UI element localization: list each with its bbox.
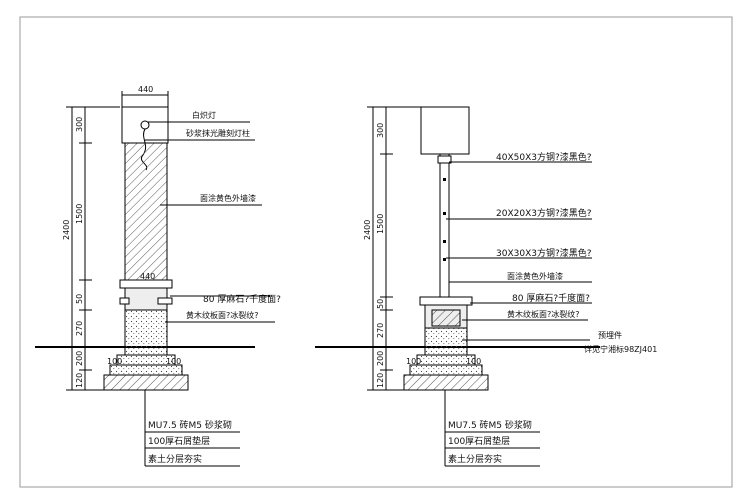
dim-mid-width: 440 — [140, 272, 155, 281]
dim-footing-left: 100 — [107, 357, 122, 366]
note-soil-right: 素土分层夯实 — [448, 453, 502, 465]
note-brick-right: MU7.5 砖M5 砂浆砌 — [448, 419, 532, 431]
footing-bed-right — [403, 374, 489, 391]
dim-seg-6-right: 120 — [376, 373, 385, 388]
callout-steel-30x30: 30X30X3方钢?漆黑色? — [496, 247, 592, 259]
steel-post — [439, 153, 450, 298]
left-column-detail: 440 2400 300 1500 50 270 200 120 440 100… — [35, 85, 281, 467]
footing-step-2 — [109, 364, 183, 376]
steel-top-bracket — [437, 155, 452, 164]
cap-stone-right — [419, 296, 473, 306]
callout-embedded: 预埋件 — [598, 330, 622, 340]
callout-steel-40x50: 40X50X3方钢?漆黑色? — [496, 151, 592, 163]
callout-steel-20x20: 20X20X3方钢?漆黑色? — [496, 207, 592, 219]
dim-seg-3-right: 50 — [376, 299, 385, 309]
dim-seg-3: 50 — [75, 294, 84, 304]
cap-stone — [119, 279, 173, 289]
dim-footing-right-right: 100 — [466, 357, 481, 366]
column-body — [124, 142, 168, 281]
dim-seg-5-right: 200 — [376, 351, 385, 366]
callout-wood-panel: 黄木纹板面?冰裂纹? — [186, 310, 259, 320]
footing-step-2-right — [409, 364, 483, 376]
footing-bed — [103, 374, 189, 391]
note-brick: MU7.5 砖M5 砂浆砌 — [148, 419, 232, 431]
dim-seg-2: 1500 — [75, 204, 84, 224]
dim-seg-5: 200 — [75, 351, 84, 366]
dim-seg-4-right: 270 — [376, 323, 385, 338]
callout-yellow-paint-right: 面涂黄色外墙漆 — [507, 271, 563, 281]
callout-carved-column: 砂浆抹光雕刻灯柱 — [186, 128, 250, 138]
dim-seg-2-right: 1500 — [376, 214, 385, 234]
dim-footing-left-right: 100 — [406, 357, 421, 366]
callout-granite-right: 80 厚麻石?千度面? — [512, 292, 590, 304]
dim-total-height: 2400 — [62, 220, 71, 240]
dim-seg-4: 270 — [75, 321, 84, 336]
callout-granite: 80 厚麻石?千度面? — [203, 293, 281, 305]
dim-total-height-right: 2400 — [363, 220, 372, 240]
dim-seg-6: 120 — [75, 373, 84, 388]
note-gravel-right: 100厚石屑垫层 — [448, 435, 510, 447]
lamp-head — [121, 106, 169, 144]
drawing-border — [19, 16, 733, 488]
callout-wood-panel-right: 黄木纹板面?冰裂纹? — [507, 309, 580, 319]
light-slot-right — [157, 297, 173, 305]
callout-lamp: 白炽灯 — [192, 110, 216, 120]
column-base — [124, 309, 168, 356]
right-column-detail: 2400 300 1500 50 270 200 120 100 100 40X… — [315, 106, 657, 467]
dim-seg-1: 300 — [75, 117, 84, 132]
lamp-head-right — [420, 106, 470, 155]
dim-seg-1-right: 300 — [376, 123, 385, 138]
callout-yellow-paint: 面涂黄色外墙漆 — [200, 193, 256, 203]
embedded-part — [431, 309, 461, 327]
note-soil: 素土分层夯实 — [148, 453, 202, 465]
dim-footing-right: 100 — [166, 357, 181, 366]
dim-top-width: 440 — [138, 85, 153, 94]
note-gravel: 100厚石屑垫层 — [148, 435, 210, 447]
light-slot-left — [119, 297, 130, 305]
column-base-right — [424, 327, 468, 356]
callout-standard-ref: 详见宁湘标98ZJ401 — [584, 344, 657, 354]
